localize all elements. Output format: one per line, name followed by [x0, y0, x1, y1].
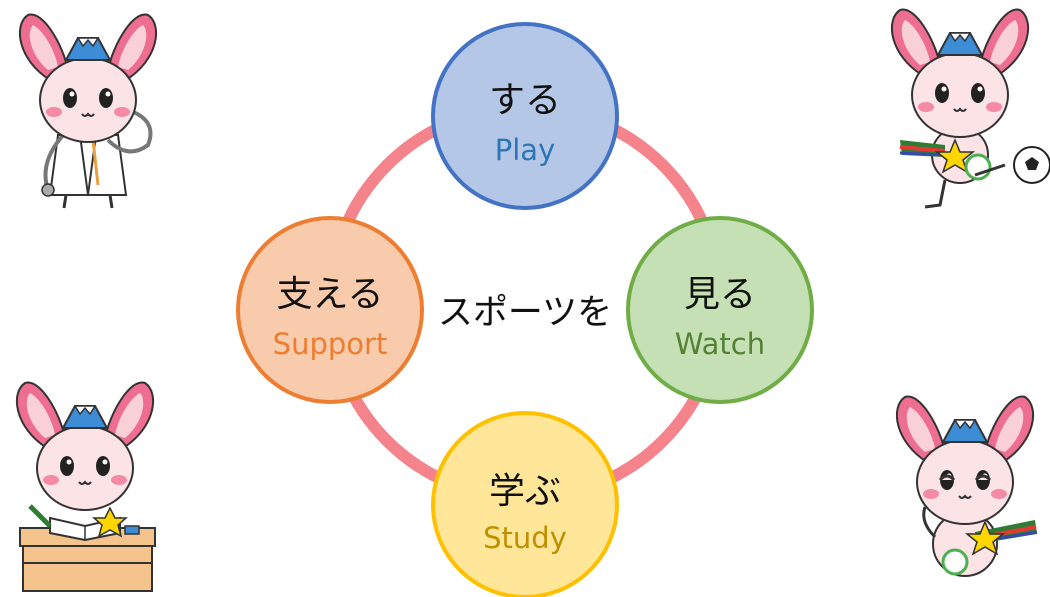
node-support-sublabel: Support [273, 327, 388, 361]
node-study-sublabel: Study [483, 521, 567, 555]
node-play-circle [431, 22, 619, 210]
mascot-cheer-icon [895, 395, 1038, 577]
node-watch-label: 見る [684, 274, 756, 315]
mascot-doctor-icon [18, 13, 158, 209]
mascot-student-icon [15, 381, 156, 592]
node-study-circle [431, 411, 619, 597]
node-watch-sublabel: Watch [675, 327, 765, 361]
node-support: 支える Support [236, 216, 424, 404]
node-play: する Play [431, 22, 619, 210]
node-watch-circle [626, 216, 814, 404]
node-study-label: 学ぶ [489, 471, 561, 512]
node-support-circle [236, 216, 424, 404]
node-watch: 見る Watch [626, 216, 814, 404]
node-play-sublabel: Play [495, 133, 555, 167]
node-study: 学ぶ Study [431, 411, 619, 597]
center-label: スポーツを [438, 293, 612, 333]
mascot-soccer-icon [890, 8, 1050, 209]
node-support-label: 支える [277, 274, 384, 315]
node-play-label: する [489, 80, 561, 121]
